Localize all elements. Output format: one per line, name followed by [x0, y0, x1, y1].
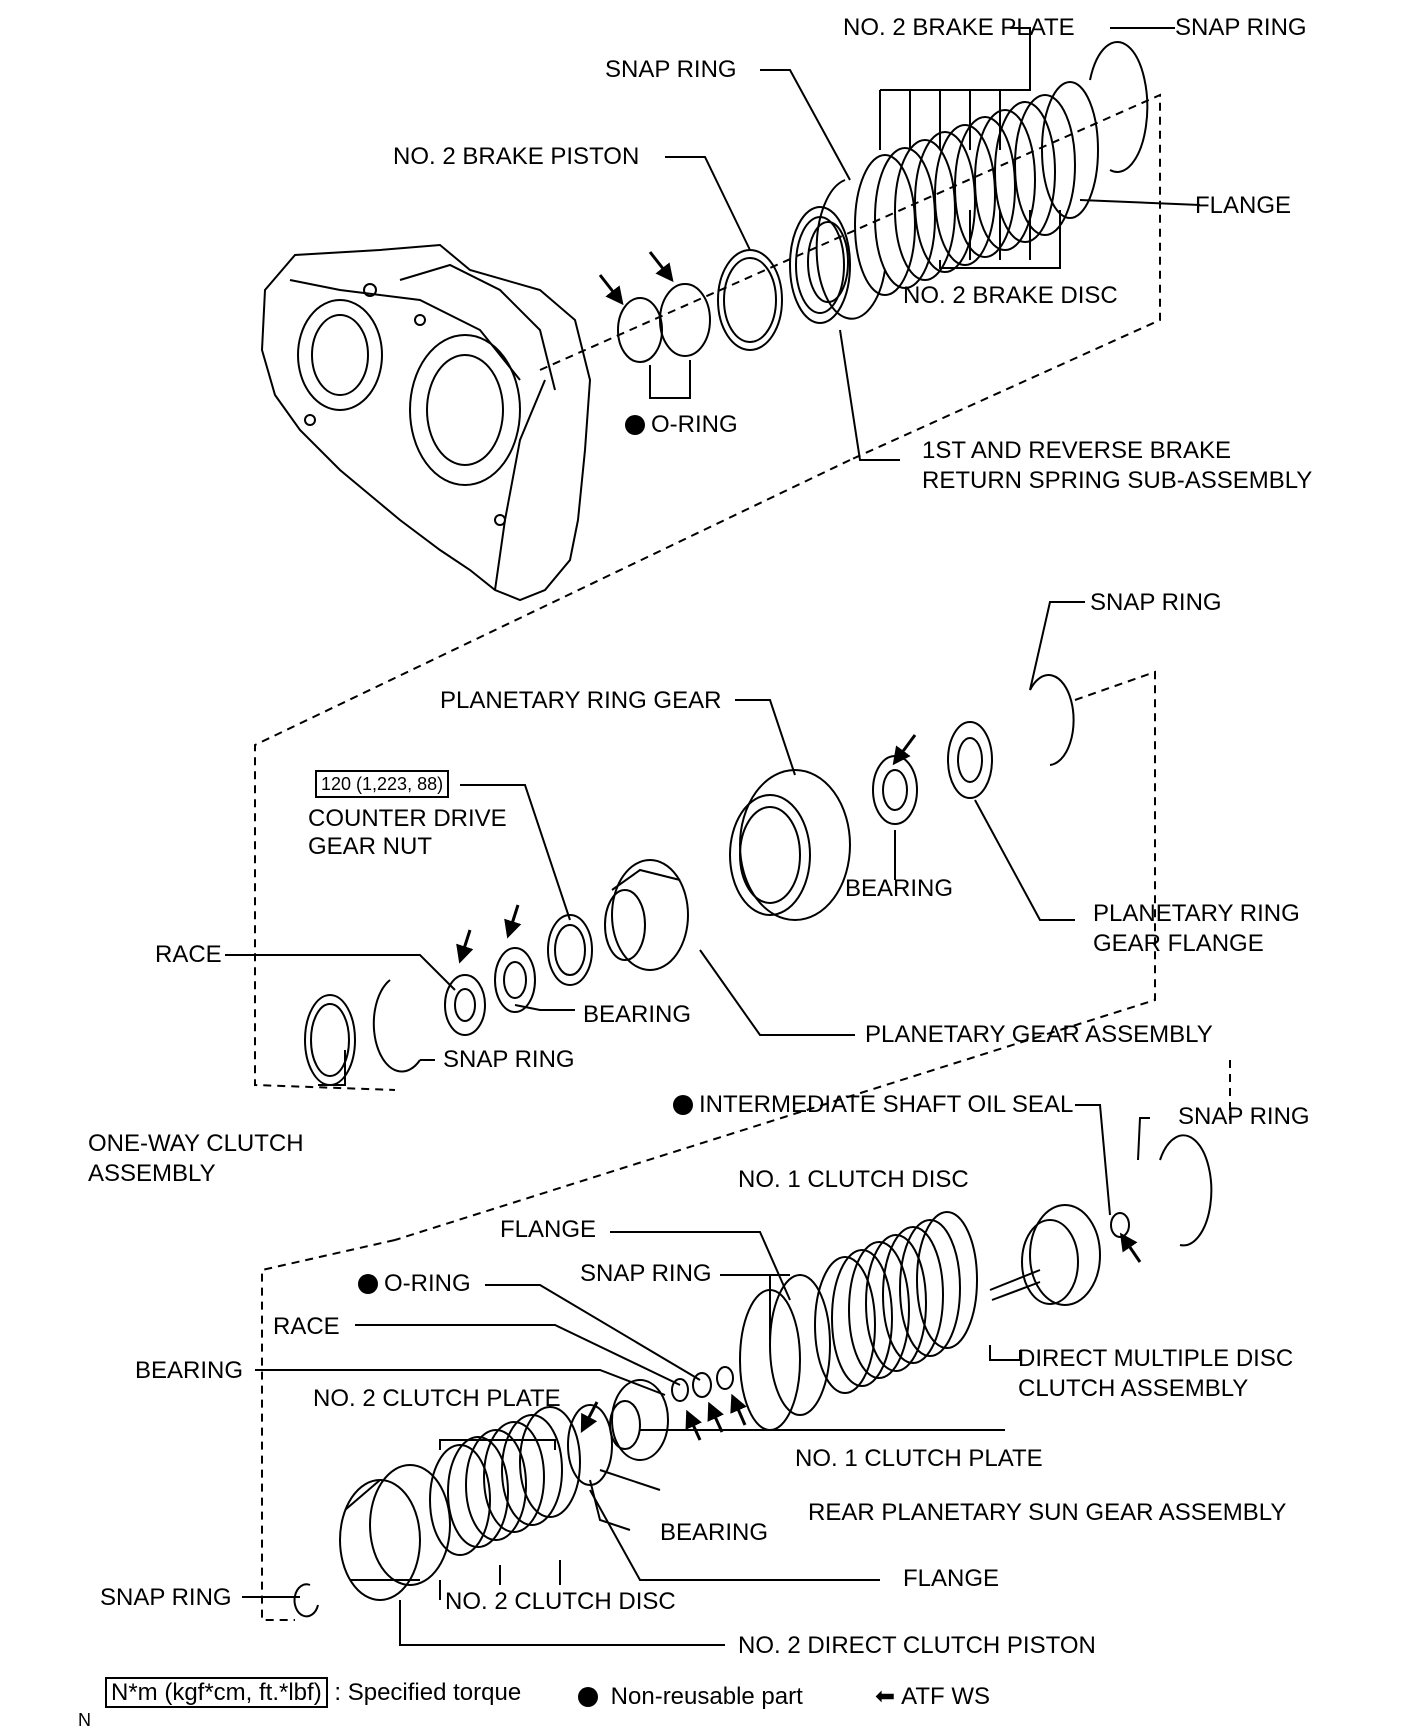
label-flange-low: FLANGE	[500, 1216, 597, 1243]
label-snap-ring-low-right: SNAP RING	[1178, 1103, 1310, 1130]
label-ring-gear-flange-line1: PLANETARY RING	[1093, 900, 1300, 927]
legend-atf: ⬅ATF WS	[875, 1683, 990, 1711]
label-snap-ring-bottom: SNAP RING	[100, 1584, 232, 1611]
leader-lines	[225, 27, 1201, 1646]
label-flange-bottom: FLANGE	[903, 1565, 1000, 1592]
planetary-gear-part	[604, 859, 689, 971]
label-planetary-gear-assembly: PLANETARY GEAR ASSEMBLY	[865, 1021, 1213, 1048]
non-reusable-dot-icon	[625, 415, 645, 435]
label-o-ring-top-text: O-RING	[651, 411, 738, 438]
sun-gear-part	[609, 1379, 669, 1461]
no1-clutch-stack	[814, 1211, 978, 1394]
label-torque-value: 120 (1,223, 88)	[315, 770, 450, 798]
race-mid-part	[444, 974, 486, 1036]
brake-piston	[717, 249, 783, 351]
flange-bottom-part	[567, 1404, 613, 1486]
legend-atf-text: ATF WS	[901, 1683, 990, 1710]
label-oil-seal-text: INTERMEDIATE SHAFT OIL SEAL	[699, 1091, 1074, 1118]
snap-ring-mid-top-part	[1029, 674, 1075, 766]
label-return-spring-line2: RETURN SPRING SUB-ASSEMBLY	[922, 467, 1313, 494]
planetary-ring-gear-part	[729, 769, 851, 921]
legend-non-reusable: Non-reusable part	[578, 1683, 803, 1711]
legend-non-reusable-text: Non-reusable part	[610, 1683, 803, 1710]
label-no2-clutch-plate: NO. 2 CLUTCH PLATE	[313, 1385, 561, 1412]
no2-clutch-stack	[429, 1406, 581, 1556]
label-return-spring-line1: 1ST AND REVERSE BRAKE	[922, 437, 1231, 464]
label-o-ring-top: O-RING	[625, 411, 738, 439]
brake-disc-stack	[854, 94, 1076, 296]
label-race-mid: RACE	[155, 941, 222, 968]
label-ring-gear-flange-line2: GEAR FLANGE	[1093, 930, 1264, 957]
bearing-mid-part	[494, 947, 536, 1013]
non-reusable-dot-icon	[358, 1274, 378, 1294]
bearing-mid-right-part	[872, 755, 918, 825]
label-no2-direct-clutch-piston: NO. 2 DIRECT CLUTCH PISTON	[738, 1632, 1096, 1659]
label-oil-seal: INTERMEDIATE SHAFT OIL SEAL	[673, 1091, 1073, 1119]
label-snap-ring-top-right: SNAP RING	[1175, 14, 1307, 41]
label-bearing-low-left: BEARING	[135, 1357, 244, 1384]
ring-gear-flange-part	[947, 721, 993, 799]
label-no1-clutch-disc: NO. 1 CLUTCH DISC	[738, 1166, 969, 1193]
corner-mark: N	[78, 1710, 91, 1730]
label-snap-ring-low: SNAP RING	[580, 1260, 712, 1287]
label-bearing-low: BEARING	[660, 1519, 769, 1546]
legend-torque: N*m (kgf*cm, ft.*lbf) : Specified torque	[105, 1677, 522, 1708]
label-no2-brake-plate: NO. 2 BRAKE PLATE	[843, 14, 1075, 41]
label-one-way-clutch-line1: ONE-WAY CLUTCH	[88, 1130, 304, 1157]
o-ring-parts-top	[617, 283, 711, 363]
label-o-ring-low: O-RING	[358, 1270, 471, 1298]
label-no1-clutch-plate: NO. 1 CLUTCH PLATE	[795, 1445, 1043, 1472]
atf-arrows	[456, 251, 1142, 1441]
label-counter-drive-line2: GEAR NUT	[308, 833, 433, 860]
label-planetary-ring-gear: PLANETARY RING GEAR	[440, 687, 722, 714]
label-no2-brake-piston: NO. 2 BRAKE PISTON	[393, 143, 640, 170]
snap-ring-mid-part	[372, 979, 421, 1073]
non-reusable-dot-icon	[673, 1095, 693, 1115]
label-one-way-clutch-line2: ASSEMBLY	[88, 1160, 216, 1187]
label-no2-brake-disc: NO. 2 BRAKE DISC	[903, 282, 1118, 309]
snap-ring-top-right-part	[1089, 40, 1149, 173]
one-way-clutch	[304, 994, 356, 1086]
label-bearing-mid: BEARING	[583, 1001, 692, 1028]
upper-section-outline	[539, 93, 1161, 461]
label-flange-top: FLANGE	[1195, 192, 1292, 219]
middle-section-outline	[254, 459, 1156, 1241]
label-snap-ring-mid: SNAP RING	[1090, 589, 1222, 616]
label-snap-ring-top: SNAP RING	[605, 56, 737, 83]
small-rings-part	[671, 1366, 734, 1402]
snap-ring-top-part	[815, 179, 886, 320]
label-direct-multiple-disc-line2: CLUTCH ASSEMBLY	[1018, 1375, 1249, 1402]
oil-seal-part	[1110, 1212, 1130, 1238]
label-no2-clutch-disc: NO. 2 CLUTCH DISC	[445, 1588, 676, 1615]
label-rear-planetary-sun-gear: REAR PLANETARY SUN GEAR ASSEMBLY	[808, 1499, 1287, 1526]
transmission-case	[260, 243, 592, 602]
legend-torque-unit: N*m (kgf*cm, ft.*lbf)	[105, 1677, 328, 1708]
left-arrow-icon: ⬅	[875, 1683, 896, 1710]
return-spring	[789, 206, 851, 324]
label-o-ring-low-text: O-RING	[384, 1270, 471, 1297]
snap-ring-bottom-part	[293, 1583, 319, 1618]
label-direct-multiple-disc-line1: DIRECT MULTIPLE DISC	[1018, 1345, 1294, 1372]
lower-section-outline	[261, 1060, 1231, 1621]
direct-multiple-disc-part	[989, 1204, 1101, 1306]
counter-drive-gear-nut-part	[547, 914, 593, 986]
direct-clutch-piston-part	[339, 1464, 451, 1601]
filled-circle-icon	[578, 1687, 598, 1707]
label-counter-drive-line1: COUNTER DRIVE	[308, 805, 507, 832]
label-snap-ring-mid-low: SNAP RING	[443, 1046, 575, 1073]
label-race-low: RACE	[273, 1313, 340, 1340]
label-bearing-mid-right: BEARING	[845, 875, 954, 902]
flange-top-part	[1041, 81, 1099, 219]
snap-ring-low-right-part	[1159, 1134, 1213, 1247]
legend-torque-text: : Specified torque	[334, 1679, 522, 1706]
